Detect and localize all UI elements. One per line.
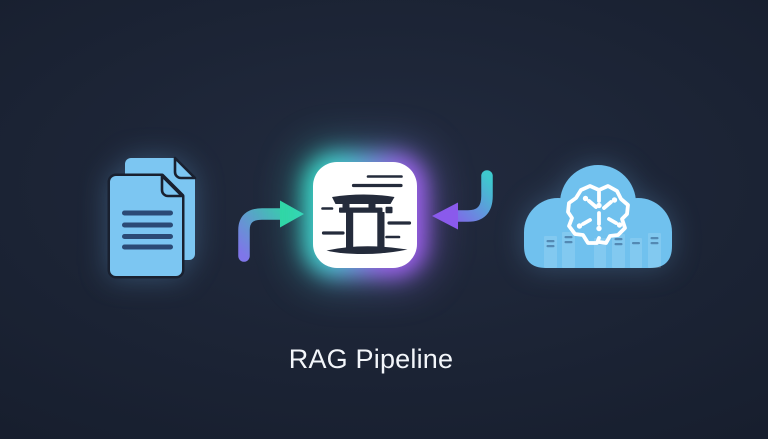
cloud-shape [524, 165, 672, 268]
gateway-tile [313, 162, 417, 268]
curved-arrow-left-icon [432, 170, 493, 230]
front-document [107, 173, 185, 279]
curved-arrow-right-icon [238, 200, 304, 262]
cloud-brain-icon [524, 165, 672, 268]
neural-brain-glyph [566, 184, 630, 245]
gateway-node [293, 142, 437, 288]
document-text-lines [122, 210, 173, 250]
documents-icon [107, 156, 197, 279]
torii-speed-lines [321, 175, 412, 239]
server-racks [544, 232, 661, 268]
caption: RAG Pipeline [288, 344, 454, 374]
torii-gate-icon [321, 175, 412, 254]
